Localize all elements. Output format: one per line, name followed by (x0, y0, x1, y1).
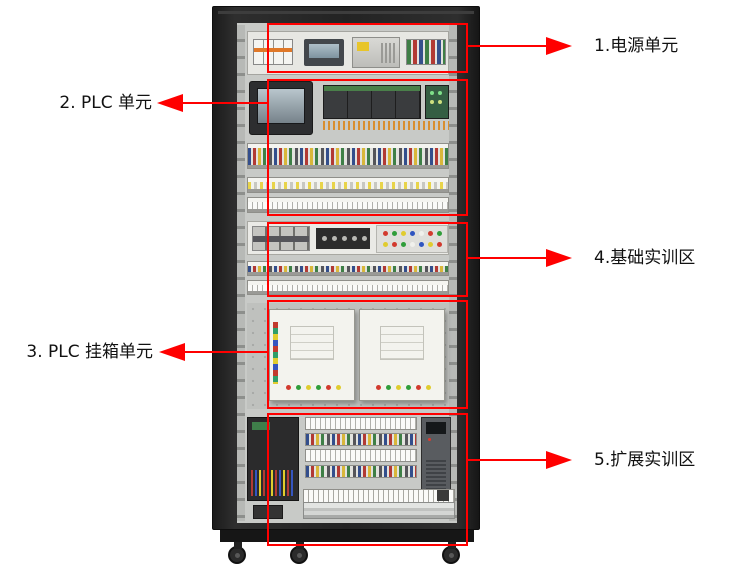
callout-label-plc-hanging-box: 3. PLC 挂箱单元 (26, 342, 153, 362)
extended-training-area (247, 415, 455, 521)
printed-diagram (380, 326, 424, 360)
callout-line-5 (466, 459, 548, 461)
callout-line-1 (466, 45, 548, 47)
caster-wheel (442, 542, 460, 564)
callout-line-4 (466, 257, 548, 259)
indicator-leds (286, 385, 291, 390)
plc-hanging-box-right (359, 309, 445, 401)
arrow-right-icon (546, 249, 572, 267)
control-cabinet (212, 6, 480, 530)
caster-wheel (228, 542, 246, 564)
arrow-left-icon (157, 94, 183, 112)
callout-label-plc-unit: 2. PLC 单元 (59, 93, 152, 113)
relay-strip (316, 228, 370, 249)
hmi-screen (257, 88, 305, 124)
annotation-box-power-unit (267, 23, 468, 73)
panel-meter (304, 39, 344, 66)
cabinet-base (220, 530, 474, 542)
annotation-box-plc-unit (267, 79, 468, 216)
annotation-box-plc-hanging-box (267, 300, 468, 409)
callout-label-extended-training: 5.扩展实训区 (594, 450, 696, 470)
mounting-rail-left (237, 25, 245, 521)
callout-label-power-unit: 1.电源单元 (594, 36, 679, 56)
plc-hanging-box-left (269, 309, 355, 401)
plc-wiring (323, 121, 449, 130)
terminal-row (305, 465, 417, 478)
terminal-strip-2 (247, 177, 449, 193)
network-switch (425, 85, 449, 119)
terminal-strip-4 (247, 261, 449, 276)
arrow-right-icon (546, 37, 572, 55)
caster-wheel (290, 542, 308, 564)
terminal-row (305, 417, 417, 430)
drive-status-led (428, 438, 431, 441)
terminal-row (305, 433, 417, 446)
terminal-strip-1 (247, 143, 449, 169)
io-module-stack (247, 417, 299, 501)
circuit-breakers (253, 39, 293, 65)
callout-line-2 (182, 102, 268, 104)
annotation-box-extended-training (267, 413, 468, 546)
variable-frequency-drive (421, 417, 451, 495)
power-terminal-block (406, 39, 446, 65)
dip-indicator-column (273, 322, 278, 384)
indicator-leds (376, 385, 381, 390)
callout-label-basic-training: 4.基础实训区 (594, 248, 696, 268)
plc-modules (323, 85, 421, 119)
printed-diagram (290, 326, 334, 360)
arrow-right-icon (546, 451, 572, 469)
terminal-row (305, 449, 417, 462)
terminal-strip-5 (247, 280, 449, 295)
hmi-touch-panel (249, 81, 313, 135)
annotation-box-basic-training (267, 222, 468, 297)
terminal-strip-3 (247, 197, 449, 213)
power-supply (352, 37, 400, 68)
indicator-lamp-panel (376, 225, 448, 253)
rail-end-block (437, 490, 449, 501)
mounting-rail-right (449, 25, 457, 521)
mounting-panel (237, 23, 457, 523)
callout-line-3 (184, 351, 268, 353)
arrow-left-icon (159, 343, 185, 361)
power-unit-row (247, 31, 449, 75)
plc-hanging-box-area (247, 303, 449, 409)
linear-rail-module (303, 489, 455, 519)
